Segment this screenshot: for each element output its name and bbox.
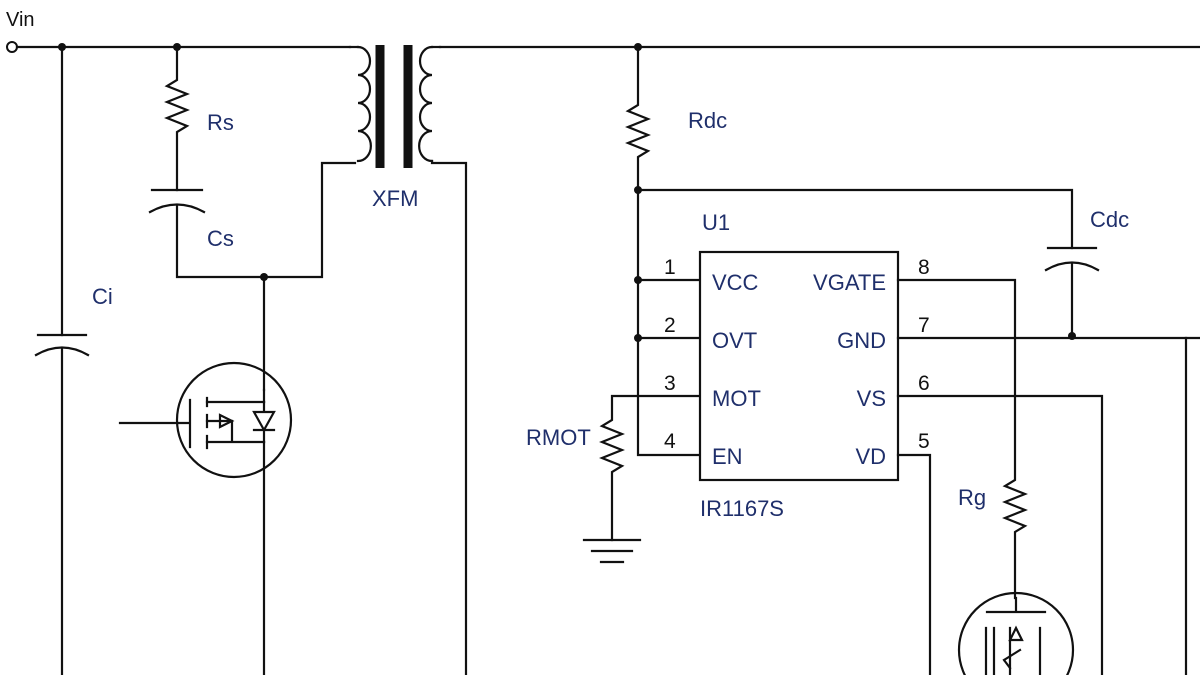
label-cdc: Cdc [1090,207,1129,232]
ic-u1-body [698,250,900,482]
secondary-return-wire [430,159,468,675]
cs-plate-bottom [148,203,206,214]
sync-rect-mosfet [957,591,1075,675]
vin-terminal [6,41,18,53]
resistor-rg [896,278,1028,600]
primary-mosfet [175,361,293,479]
pin-number-5: 5 [918,430,930,453]
pin-name-gnd: GND [837,328,886,353]
pin-number-8: 8 [918,256,930,279]
label-ci: Ci [92,284,113,309]
resistor-rs [164,45,190,192]
label-u1: U1 [702,210,730,235]
pin-name-mot: MOT [712,386,761,411]
label-xfm: XFM [372,186,418,211]
cdc-plate-bottom [1044,261,1100,272]
vcc-node-wire [636,188,1074,250]
label-rmot: RMOT [526,425,591,450]
pin-name-ovt: OVT [712,328,757,353]
pin-name-en: EN [712,444,743,469]
label-cs: Cs [207,226,234,251]
pin-name-vgate: VGATE [813,270,886,295]
resistor-rdc [625,45,651,192]
xfm-secondary-winding [418,45,434,163]
label-rg: Rg [958,485,986,510]
ground-symbol [582,538,642,564]
pin-number-1: 1 [664,256,676,279]
vs-wire [896,394,1104,675]
pin-number-2: 2 [664,314,676,337]
pin-number-3: 3 [664,372,676,395]
resistor-rmot [599,394,702,542]
vd-wire [896,453,932,675]
ci-plate-bottom [34,346,90,357]
label-vin: Vin [6,9,35,31]
snubber-return-wire [175,161,357,279]
pin-number-7: 7 [918,314,930,337]
pin-number-4: 4 [664,430,676,453]
pin-name-vd: VD [855,444,886,469]
pin-name-vcc: VCC [712,270,759,295]
label-rs: Rs [207,110,234,135]
primary-fet-body-diode [252,400,276,444]
label-part-number: IR1167S [700,496,784,521]
pin-number-6: 6 [918,372,930,395]
pin-name-vs: VS [857,386,886,411]
label-rdc: Rdc [688,108,727,133]
xfm-primary-winding [356,45,372,163]
